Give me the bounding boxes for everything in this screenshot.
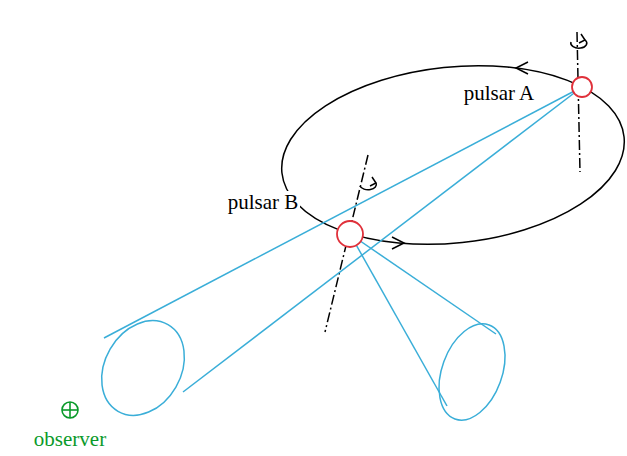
beam-line: [350, 234, 447, 406]
beam-line: [183, 87, 582, 392]
beam-line: [104, 87, 582, 338]
beam-line: [350, 234, 496, 334]
spin-axis: [325, 155, 368, 332]
beam-cone: [427, 315, 518, 429]
spin-arrow: [571, 40, 587, 48]
orbit-ellipse: [273, 50, 627, 261]
pulsar-label: pulsar B: [226, 191, 301, 214]
pulsar-b: [337, 221, 363, 247]
spin-arrow: [370, 177, 376, 186]
pulsar-label: pulsar A: [462, 82, 537, 105]
beam-cone: [85, 306, 201, 431]
observer-label: observer: [32, 428, 108, 451]
spin-arrow: [579, 34, 585, 43]
spin-axis: [577, 32, 580, 172]
observer-symbol: [62, 402, 78, 418]
orbit-arrow: [392, 237, 404, 249]
pulsar-a: [572, 77, 592, 97]
orbit-arrow: [516, 62, 528, 74]
